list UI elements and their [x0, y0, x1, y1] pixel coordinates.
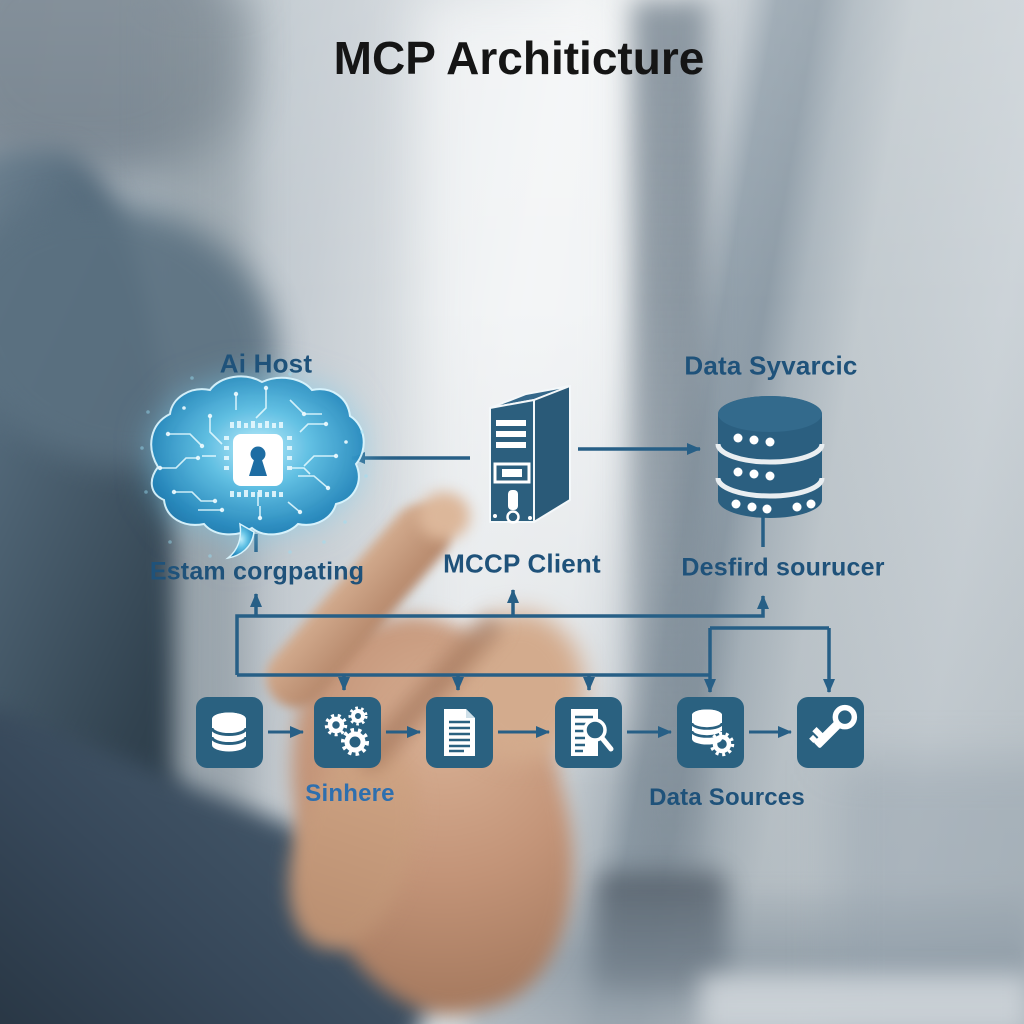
- circuit-brain-lock-icon: [140, 372, 368, 560]
- gears-icon-graphic: [314, 697, 381, 768]
- pipeline-caption-right: Data Sources: [649, 784, 805, 811]
- database-cylinder-icon: [715, 396, 825, 518]
- db-top: [718, 396, 822, 432]
- data-service-sublabel: Desfird sourucer: [681, 553, 885, 582]
- brain-stem: [225, 522, 255, 560]
- micro-glyph-rows: [224, 421, 292, 497]
- ai-host-sublabel: Estam corgpating: [149, 557, 365, 586]
- document-search-icon: [555, 697, 622, 768]
- fingertip: [418, 492, 470, 540]
- bus-upper: [235, 595, 769, 675]
- window-frame-band: [632, 0, 708, 1024]
- data-service-label: Data Syvarcic: [684, 350, 858, 381]
- database-gear-icon: [677, 697, 744, 768]
- pipeline-caption-left: Sinhere: [305, 780, 395, 807]
- server-tower-icon: [489, 385, 571, 524]
- gears-icon: [314, 697, 381, 768]
- floor-light-patch: [700, 975, 1024, 1024]
- ai-host-label: Ai Host: [219, 348, 313, 379]
- page-title: MCP Architicture: [333, 32, 705, 84]
- key-icon-graphic: [797, 697, 864, 768]
- keyhole-lock-icon: [233, 434, 283, 486]
- mcp-client-label: MCCP Client: [443, 548, 601, 579]
- database-icon-graphic: [196, 697, 263, 768]
- db-dots: [731, 433, 816, 514]
- server-front-face: [489, 399, 535, 523]
- document-search-icon-graphic: [555, 697, 622, 768]
- document-icon: [426, 697, 493, 768]
- circuit-nodes: [157, 385, 348, 521]
- database-gear-icon-graphic: [677, 697, 744, 768]
- database-icon: [196, 697, 263, 768]
- server-side-face: [533, 385, 571, 523]
- hologram-noise-dots: [140, 372, 368, 558]
- db-separators: [715, 443, 825, 499]
- key-icon: [797, 697, 864, 768]
- server-front-details: [493, 420, 532, 524]
- document-icon-graphic: [426, 697, 493, 768]
